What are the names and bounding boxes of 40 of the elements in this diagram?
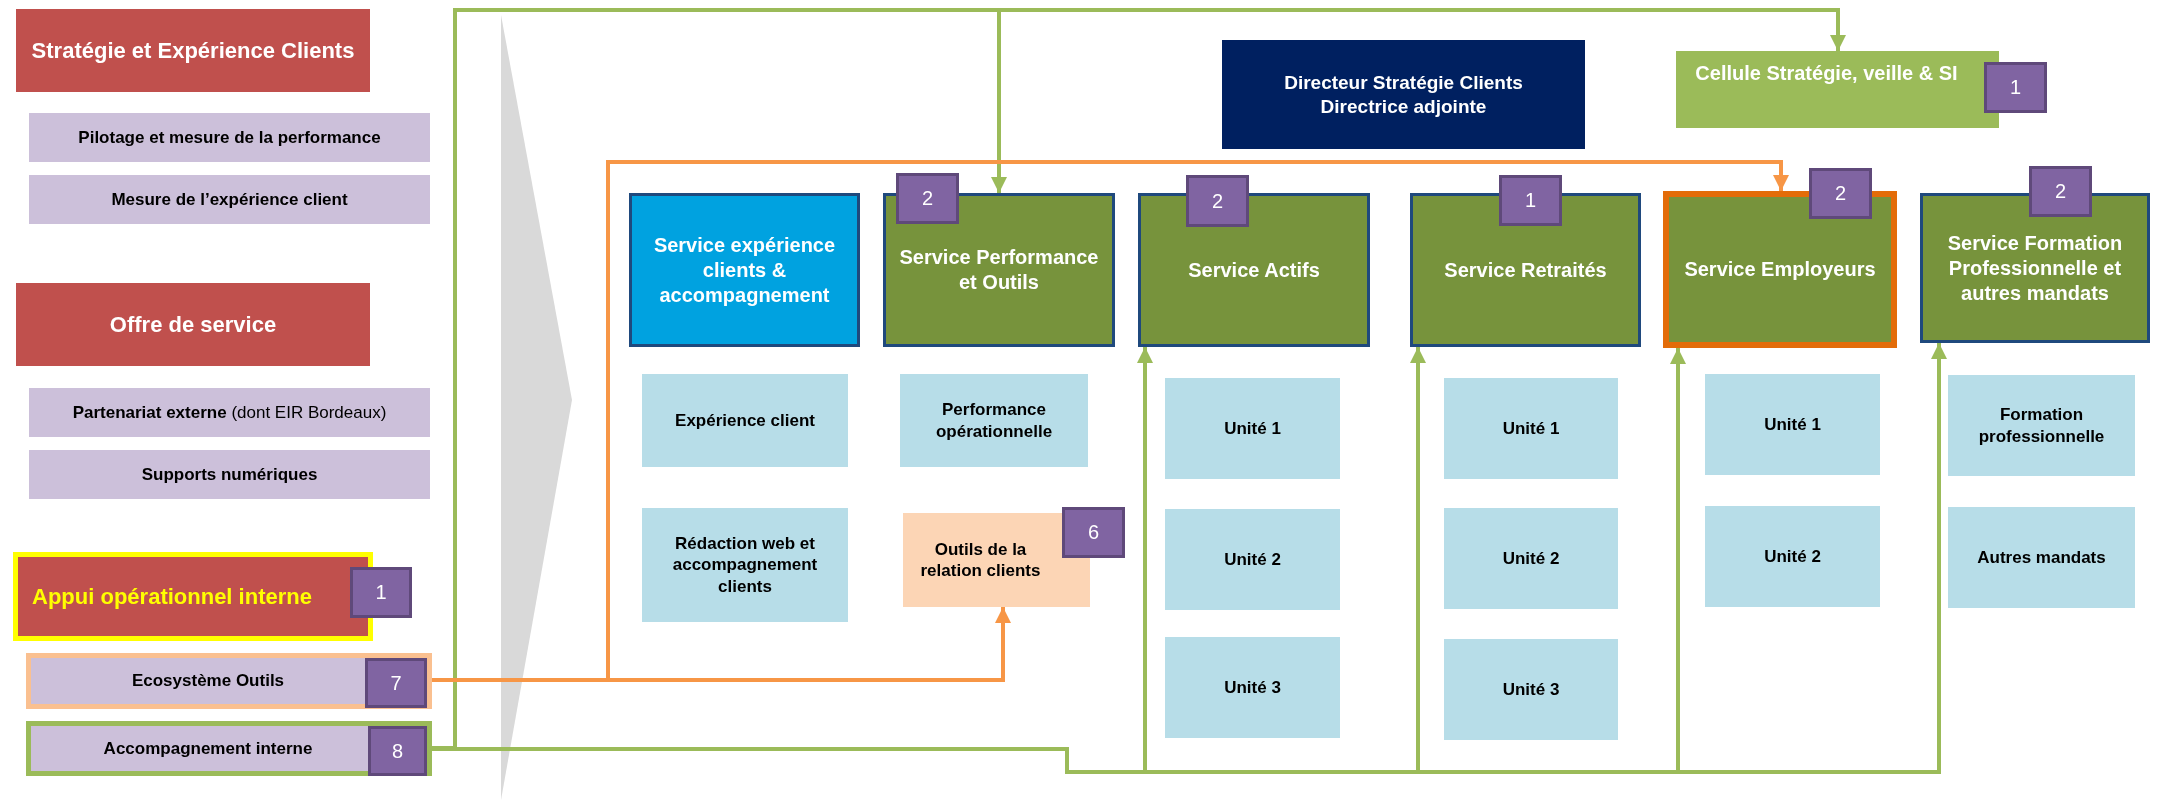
section-header: Offre de service [16, 283, 370, 366]
team-box [26, 653, 432, 709]
team-box: Supports numériques [29, 450, 430, 499]
count-badge: 6 [1062, 507, 1125, 558]
count-badge: 2 [2029, 166, 2092, 217]
team-box [26, 721, 432, 776]
unit-box: Performance opérationnelle [900, 374, 1088, 467]
unit-box: Unité 2 [1165, 509, 1340, 610]
unit-box: Expérience client [642, 374, 848, 467]
unit-box: Outils de la relation clients [903, 513, 1090, 607]
unit-box: Unité 3 [1444, 639, 1618, 740]
unit-box: Rédaction web et accompagnement clients [642, 508, 848, 622]
team-box: Mesure de l’expérience client [29, 175, 430, 224]
unit-box: Autres mandats [1948, 507, 2135, 608]
count-badge: 1 [350, 567, 412, 618]
section-header: Stratégie et Expérience Clients [16, 9, 370, 92]
unit-box: Unité 1 [1705, 374, 1880, 475]
unit-box: Unité 2 [1705, 506, 1880, 607]
team-box: Pilotage et mesure de la performance [29, 113, 430, 162]
unit-box: Unité 1 [1444, 378, 1618, 479]
count-badge: 2 [1809, 168, 1872, 219]
label-text: Directeur Stratégie Clients [1284, 70, 1523, 95]
label-text: Accompagnement interne [103, 737, 313, 760]
unit-box: Formation professionnelle [1948, 375, 2135, 476]
cell-box: Cellule Stratégie, veille & SI [1676, 51, 1999, 128]
count-badge: 1 [1984, 62, 2047, 113]
count-badge: 2 [896, 173, 959, 224]
unit-box: Unité 3 [1165, 637, 1340, 738]
team-box: Partenariat externe (dont EIR Bordeaux) [29, 388, 430, 437]
count-badge: 1 [1499, 175, 1562, 226]
label-text: Directrice adjointe [1320, 94, 1487, 119]
label-text: Ecosystème Outils [131, 670, 285, 692]
service-box: Service expérience clients & accompagnement [629, 193, 860, 347]
count-badge: 2 [1186, 175, 1249, 227]
section-header: Appui opérationnel interne [13, 552, 373, 641]
unit-box: Unité 2 [1444, 508, 1618, 609]
count-badge: 8 [368, 726, 427, 776]
director-box [1222, 40, 1585, 149]
count-badge: 7 [365, 658, 427, 708]
unit-box: Unité 1 [1165, 378, 1340, 479]
